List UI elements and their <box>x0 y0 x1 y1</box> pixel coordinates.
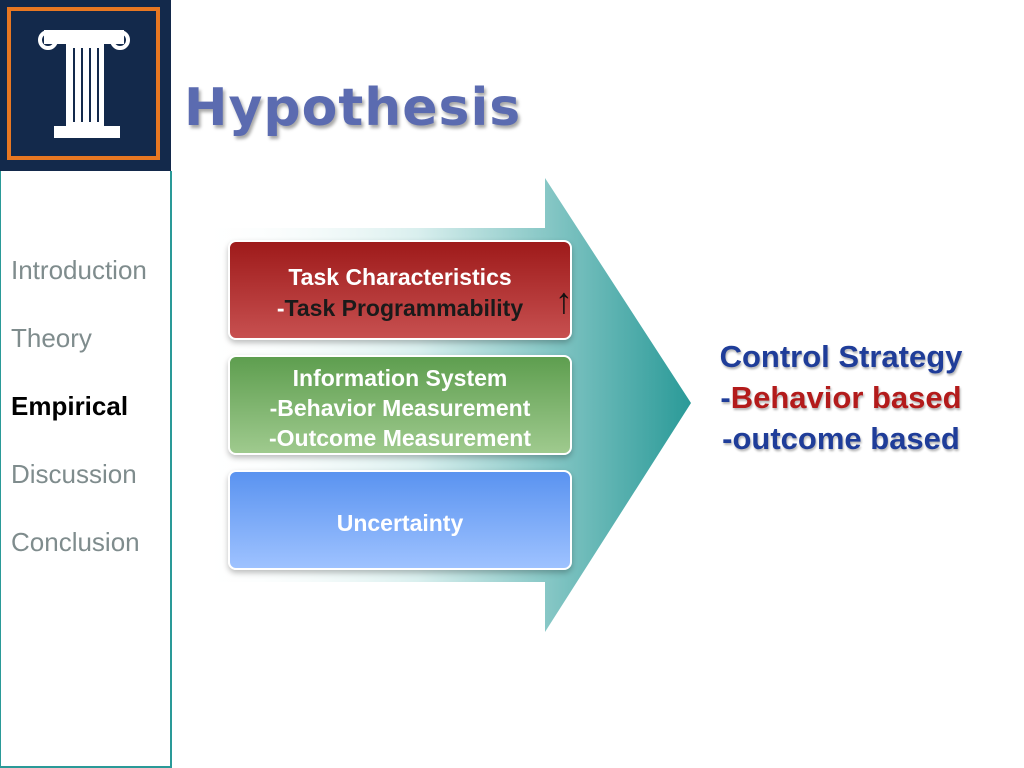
nav-item-introduction[interactable]: Introduction <box>11 255 147 285</box>
behavior-measurement-label: -Behavior Measurement <box>269 395 531 421</box>
slide-title: Hypothesis <box>184 78 522 138</box>
nav-item-theory[interactable]: Theory <box>11 323 92 353</box>
uncertainty-title: Uncertainty <box>336 510 464 536</box>
column-i-icon <box>38 30 130 138</box>
task-characteristics-title: Task Characteristics <box>288 264 512 290</box>
task-programmability-label: Task Programmability <box>284 295 524 321</box>
task-programmability-line: -Task Programmability <box>230 293 570 324</box>
nav-item-conclusion[interactable]: Conclusion <box>11 527 140 557</box>
control-strategy-title: Control Strategy <box>719 339 963 374</box>
task-characteristics-box: Task Characteristics -Task Programmabili… <box>228 240 572 340</box>
behavior-based-label: Behavior based <box>730 380 962 415</box>
sidebar-nav: Introduction Theory Empirical Discussion… <box>0 171 172 768</box>
behavior-based-line: -Behavior based <box>700 377 982 418</box>
logo-border <box>7 7 160 160</box>
up-arrow-icon: ↑ <box>555 280 573 321</box>
nav-item-empirical[interactable]: Empirical <box>11 391 129 421</box>
uncertainty-box: Uncertainty <box>228 470 572 570</box>
information-system-title: Information System <box>292 365 508 391</box>
information-system-box: Information System -Behavior Measurement… <box>228 355 572 455</box>
outcome-based-label: -outcome based <box>722 421 960 456</box>
behavior-based-prefix: - <box>720 380 731 415</box>
nav-item-discussion[interactable]: Discussion <box>11 459 137 489</box>
task-item-prefix: - <box>276 295 285 321</box>
university-logo <box>0 0 171 171</box>
control-strategy-result: Control Strategy -Behavior based -outcom… <box>700 336 982 459</box>
outcome-measurement-label: -Outcome Measurement <box>268 425 531 451</box>
